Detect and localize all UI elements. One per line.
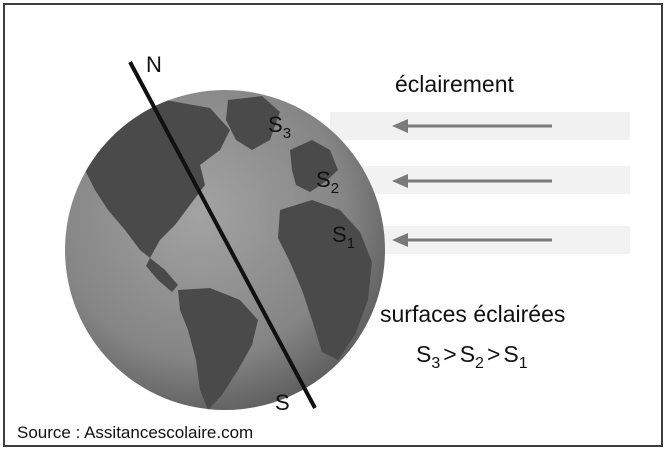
earth-globe <box>65 90 385 410</box>
arrow-1 <box>392 119 552 133</box>
south-america-shape <box>178 288 258 410</box>
surface-label-s1: S1 <box>332 222 355 252</box>
north-america-shape <box>80 100 230 258</box>
source-credit: Source : Assitancescolaire.com <box>17 423 254 442</box>
rotation-axis <box>128 61 317 409</box>
south-pole-label: S <box>275 390 290 415</box>
north-pole-label: N <box>146 52 162 77</box>
arrow-3 <box>392 233 552 247</box>
continents <box>80 96 372 410</box>
europe-shape <box>290 140 338 192</box>
surface-label-s3: S3 <box>268 112 291 142</box>
greenland-shape <box>226 96 280 150</box>
surface-label-s2: S2 <box>316 167 339 197</box>
africa-shape <box>278 200 372 360</box>
surface-comparison: S3>S2>S1 <box>416 341 528 372</box>
central-america-shape <box>146 258 178 292</box>
illumination-arrows <box>392 119 552 247</box>
illumination-label: éclairement <box>395 71 514 97</box>
lit-surfaces-label: surfaces éclairées <box>380 301 565 327</box>
arrow-2 <box>392 174 552 188</box>
